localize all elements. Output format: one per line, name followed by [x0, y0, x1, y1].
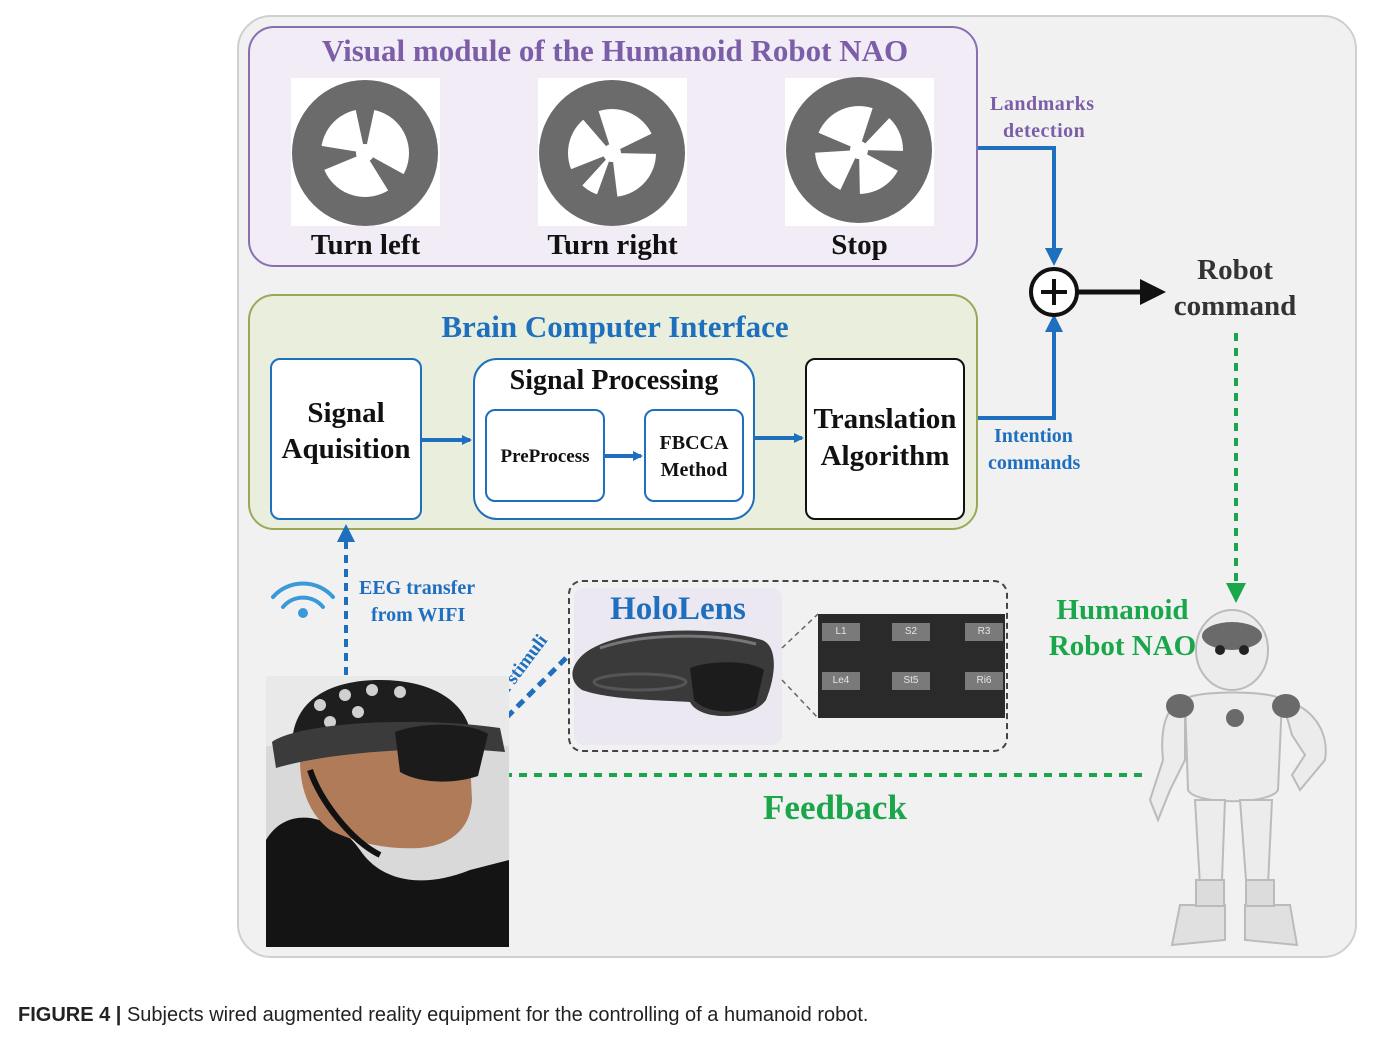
feedback-label: Feedback	[763, 788, 907, 827]
subject-photo	[266, 676, 509, 947]
arrow-intention	[978, 314, 1063, 420]
intention-label-2: commands	[988, 452, 1081, 474]
hololens-dashed-box	[568, 580, 1008, 752]
robot-label-2: Robot NAO	[1048, 630, 1197, 662]
hololens-device-image	[572, 630, 774, 717]
grid-cell-ri6: Ri6	[965, 672, 1003, 690]
arrow-landmarks	[978, 146, 1063, 266]
signal-acquisition-box	[270, 358, 422, 520]
marker-wheel-stop	[786, 77, 932, 223]
preprocess-label: PreProcess	[500, 446, 590, 467]
grid-cell-le4: Le4	[822, 672, 860, 690]
caption-label: FIGURE 4 |	[18, 1004, 122, 1026]
landmarks-label-2: detection	[1003, 120, 1086, 142]
eeg-label-1: EEG transfer	[359, 577, 476, 599]
signal-acquisition-label-1: Signal	[307, 397, 385, 429]
robot-label-1: Humanoid	[1056, 594, 1189, 626]
fbcca-label-2: Method	[660, 459, 728, 481]
grid-cell-l1: L1	[822, 623, 860, 641]
landmarks-label-1: Landmarks	[990, 93, 1095, 115]
marker-label-turn-right: Turn right	[547, 229, 678, 261]
wifi-icon	[271, 581, 335, 618]
visual-module-title: Visual module of the Humanoid Robot NAO	[321, 33, 909, 68]
translation-label-2: Algorithm	[820, 440, 950, 472]
grid-cell-r3: R3	[965, 623, 1003, 641]
fbcca-box	[644, 409, 744, 502]
marker-label-turn-left: Turn left	[310, 229, 421, 261]
robot-command-label-2: command	[1173, 290, 1297, 322]
summing-junction	[1029, 267, 1079, 317]
caption-text: Subjects wired augmented reality equipme…	[121, 1004, 869, 1026]
arrow-visual-stimuli	[477, 656, 568, 747]
grid-cell-st5: St5	[892, 672, 930, 690]
marker-wheel-turn-left	[292, 80, 438, 226]
hololens-title: HoloLens	[610, 591, 746, 627]
preprocess-box	[485, 409, 605, 502]
marker-label-stop: Stop	[831, 229, 888, 261]
signal-acquisition-label-2: Aquisition	[281, 433, 411, 465]
intention-label-1: Intention	[994, 425, 1073, 447]
signal-processing-title: Signal Processing	[509, 365, 719, 396]
robot-command-label-1: Robot	[1197, 254, 1273, 286]
translation-box	[805, 358, 965, 520]
translation-label-1: Translation	[813, 403, 957, 435]
marker-wheel-turn-right	[539, 80, 685, 226]
zoom-line-bottom	[781, 679, 819, 719]
nao-robot-image	[1148, 609, 1327, 947]
grid-cell-s2: S2	[892, 623, 930, 641]
eeg-label-2: from WIFI	[371, 604, 466, 626]
fbcca-label-1: FBCCA	[659, 432, 729, 454]
bci-title: Brain Computer Interface	[441, 309, 789, 344]
zoom-line-top	[781, 613, 819, 649]
figure-caption: FIGURE 4 | Subjects wired augmented real…	[18, 1004, 869, 1027]
